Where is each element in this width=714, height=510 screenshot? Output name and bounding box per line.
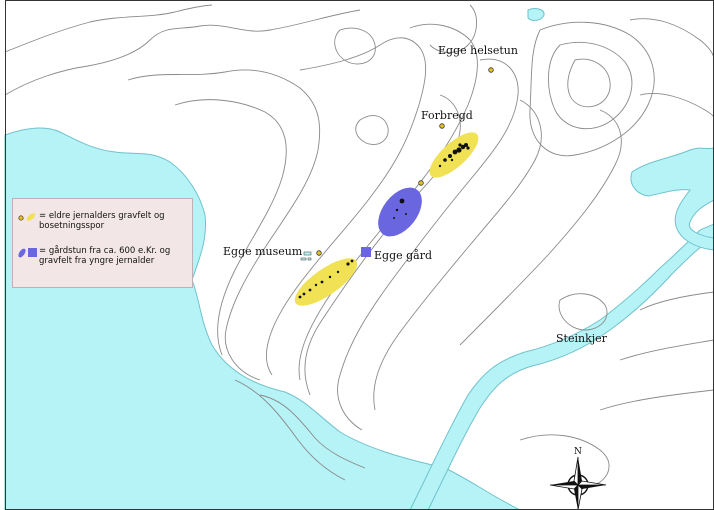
lake-east — [630, 147, 714, 251]
site-marker-forbregd — [439, 123, 445, 129]
map-legend: = eldre jernalders gravfelt og bosetning… — [12, 198, 193, 288]
legend-late-iron-age-icon — [18, 248, 37, 258]
museum-building-icon — [300, 251, 312, 261]
lake-north — [527, 8, 545, 21]
legend-early-iron-age-icon — [18, 213, 36, 221]
legend-row-late-iron-age: = gårdstun fra ca. 600 e.Kr. og gravfelt… — [17, 246, 187, 266]
site-marker-egge-museum — [316, 250, 322, 256]
site-marker-egge-helsetun — [488, 67, 494, 73]
legend-late-iron-age-text: = gårdstun fra ca. 600 e.Kr. og gravfelt… — [39, 246, 171, 266]
place-label-forbregd: Forbregd — [421, 109, 473, 122]
late-iron-age-zone-egge-gard — [378, 187, 422, 237]
grave-dots — [298, 143, 470, 299]
place-label-egge-gard: Egge gård — [374, 249, 433, 262]
early-iron-age-zone-egge-museum — [294, 258, 358, 306]
late-iron-age-farmyard-square — [361, 247, 371, 257]
contour-lines — [4, 4, 714, 486]
legend-row-early-iron-age: = eldre jernalders gravfelt og bosetning… — [17, 211, 187, 231]
place-label-steinkjer: Steinkjer — [556, 332, 607, 345]
site-marker-egge-gard — [418, 180, 424, 186]
place-label-egge-helsetun: Egge helsetun — [438, 44, 518, 57]
place-label-egge-museum: Egge museum — [223, 245, 303, 258]
site-markers — [316, 67, 494, 256]
compass-rose-icon — [549, 456, 607, 510]
compass-north-label: N — [574, 447, 582, 457]
river-steinkjer — [409, 223, 714, 510]
legend-early-iron-age-text: = eldre jernalders gravfelt og bosetning… — [39, 211, 165, 231]
